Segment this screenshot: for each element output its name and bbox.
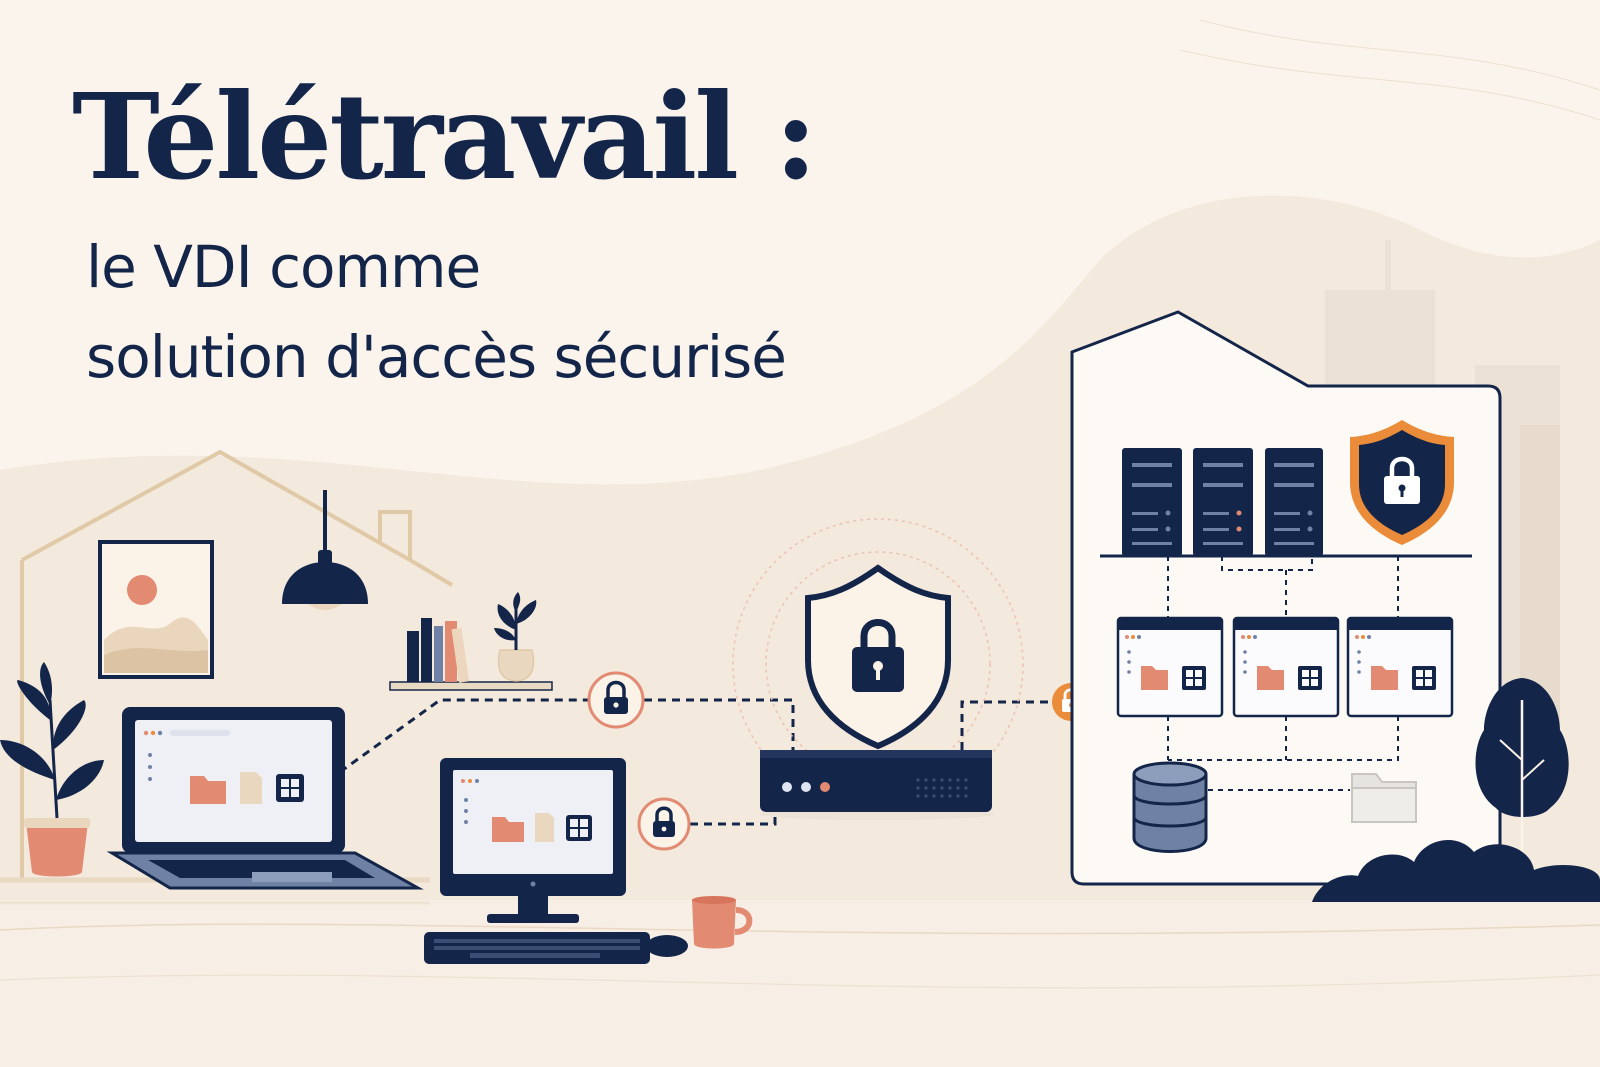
keyboard-icon: [424, 932, 650, 964]
server-rack-icon: [1193, 448, 1253, 556]
virtual-desktop-window-icon: [1346, 616, 1454, 718]
lock-icon: [637, 797, 691, 851]
shield-lock-icon: [1350, 420, 1454, 545]
books-icon: [389, 618, 553, 691]
picture-frame-icon: [98, 540, 214, 679]
network-connectors: [1167, 556, 1399, 791]
folder-icon: [1351, 773, 1417, 823]
subtitle-line-2: solution d'accès sécurisé: [86, 323, 787, 391]
server-rack-icon: [1122, 448, 1182, 556]
router-icon: [759, 750, 995, 820]
pendant-lamp-icon: [282, 490, 368, 610]
shield-lock-icon: [732, 518, 1024, 810]
mug-icon: [692, 896, 753, 949]
desktop-monitor-icon: [440, 758, 626, 923]
mouse-icon: [646, 935, 688, 957]
server-rack-icon: [1265, 448, 1323, 556]
database-icon: [1132, 761, 1208, 853]
tree-icon: [1312, 678, 1600, 902]
virtual-desktop-window-icon: [1232, 616, 1340, 718]
subtitle-line-1: le VDI comme: [86, 233, 481, 301]
virtual-desktop-window-icon: [1116, 616, 1224, 718]
page-title: Télétravail :: [72, 67, 818, 206]
laptop-icon: [106, 707, 424, 890]
lock-icon: [587, 671, 645, 729]
plant-icon: [0, 662, 104, 877]
plant-icon: [494, 592, 537, 682]
